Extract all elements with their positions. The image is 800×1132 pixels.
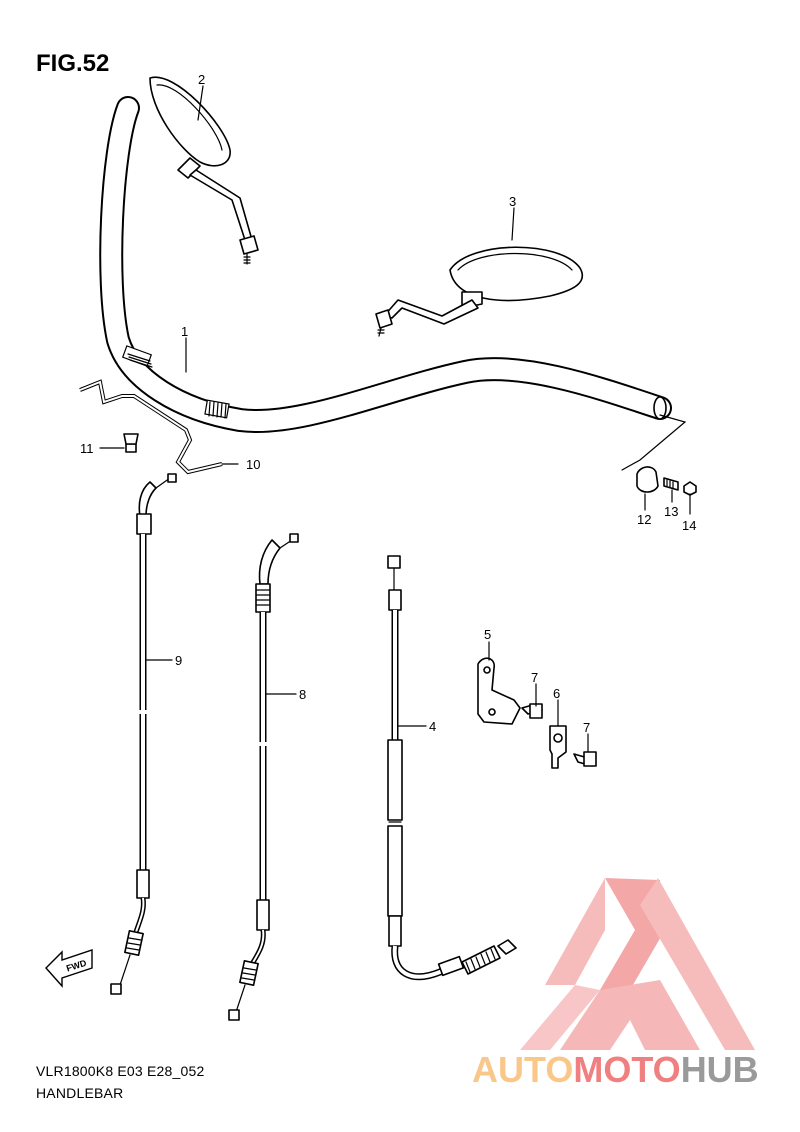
callout-11: 11 — [80, 441, 94, 456]
leader-lines — [99, 85, 691, 753]
clutch-cable-4 — [387, 555, 517, 981]
callout-13: 13 — [664, 504, 678, 519]
handlebar — [99, 96, 672, 433]
watermark-auto: AUTO — [472, 1049, 573, 1090]
bar-end-parts — [636, 466, 697, 496]
holder-6 — [549, 725, 567, 769]
knurl-right — [204, 399, 230, 419]
bar-end-boundary — [621, 414, 687, 471]
figure-title: FIG.52 — [36, 50, 110, 77]
bolt-7a — [521, 703, 543, 719]
watermark-hub: HUB — [681, 1049, 759, 1090]
callout-6: 6 — [553, 686, 560, 701]
mirror-right — [375, 246, 584, 337]
callout-3: 3 — [509, 194, 516, 209]
callout-7a: 7 — [531, 670, 538, 685]
footer-name: HANDLEBAR — [36, 1085, 124, 1101]
throttle-cable-8 — [228, 533, 299, 1021]
bracket-5 — [477, 657, 521, 725]
callout-2: 2 — [198, 72, 205, 87]
callouts: 2 3 1 10 11 9 8 4 5 7 6 7 12 13 14 — [80, 72, 696, 735]
mirror-left — [149, 76, 259, 265]
watermark-text: AUTOMOTOHUB — [472, 1049, 759, 1090]
callout-7b: 7 — [583, 720, 590, 735]
watermark-logo — [520, 878, 755, 1050]
watermark-moto: MOTO — [573, 1049, 680, 1090]
callout-9: 9 — [175, 653, 182, 668]
callout-5: 5 — [484, 627, 491, 642]
throttle-cable-9 — [110, 473, 177, 995]
callout-8: 8 — [299, 687, 306, 702]
callout-14: 14 — [682, 518, 696, 533]
fwd-arrow: FWD — [45, 949, 93, 988]
callout-10: 10 — [246, 457, 260, 472]
knurl-left — [121, 345, 153, 368]
footer-code: VLR1800K8 E03 E28_052 — [36, 1063, 205, 1079]
bolt-7b — [573, 751, 597, 767]
bolt-11 — [123, 433, 139, 453]
callout-1: 1 — [181, 324, 188, 339]
callout-4: 4 — [429, 719, 436, 734]
callout-12: 12 — [637, 512, 651, 527]
